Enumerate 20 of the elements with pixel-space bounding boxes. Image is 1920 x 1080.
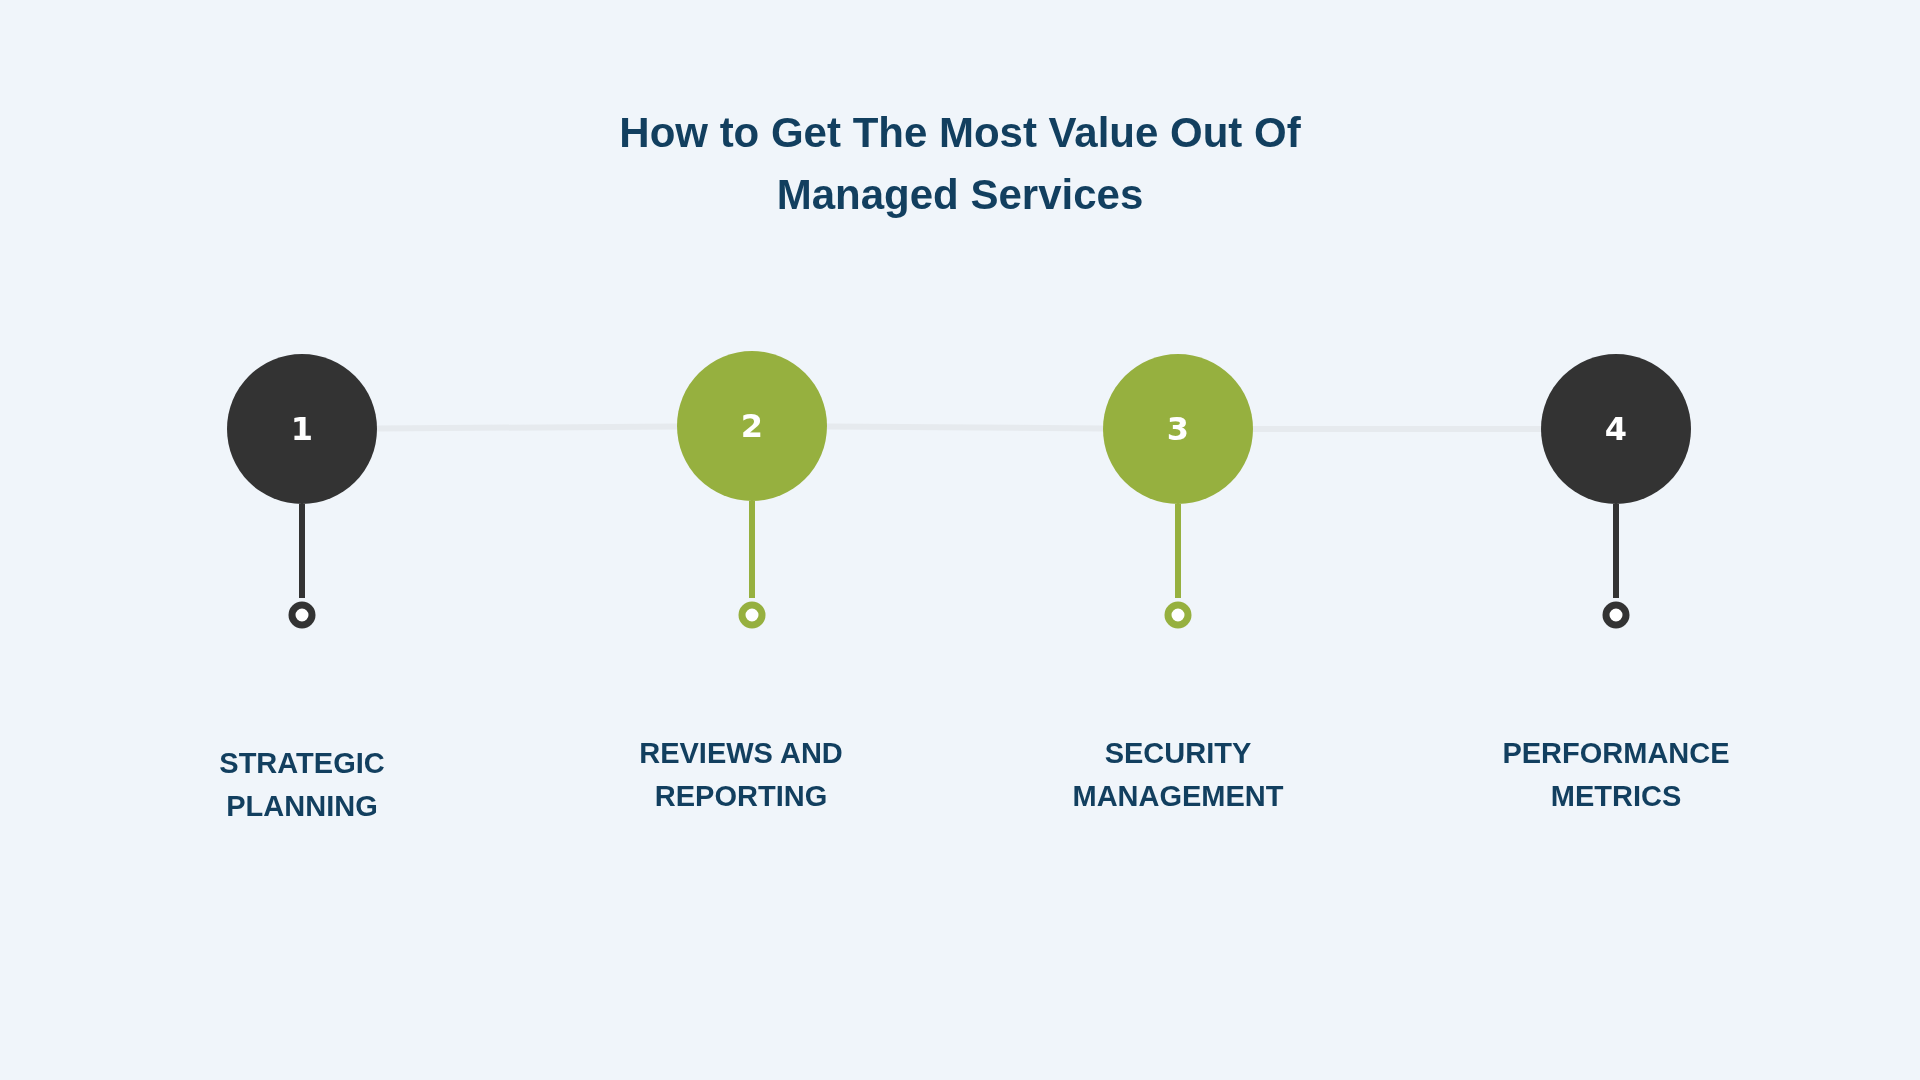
step-number: 3 [1166, 410, 1190, 448]
connector-line [826, 423, 1104, 432]
step-label: SECURITY MANAGEMENT [1071, 736, 1285, 814]
step-label: STRATEGIC PLANNING [218, 746, 386, 824]
connector-line [1613, 504, 1619, 598]
step-label: REVIEWS AND REPORTING [638, 736, 844, 814]
connector-line [299, 504, 305, 598]
step-number: 2 [740, 407, 764, 445]
ring-marker [1601, 600, 1631, 630]
step-number: 1 [290, 410, 314, 448]
step-number: 4 [1604, 410, 1628, 448]
ring-marker [1163, 600, 1193, 630]
connector-line [1175, 504, 1181, 598]
ring-marker [737, 600, 767, 630]
title: How to Get The Most Value Out Of Managed Services [618, 108, 1302, 220]
connector-line [1253, 426, 1541, 432]
connector-line [377, 423, 677, 432]
step-label: PERFORMANCE METRICS [1501, 736, 1731, 814]
ring-marker [287, 600, 317, 630]
connector-line [749, 501, 755, 598]
